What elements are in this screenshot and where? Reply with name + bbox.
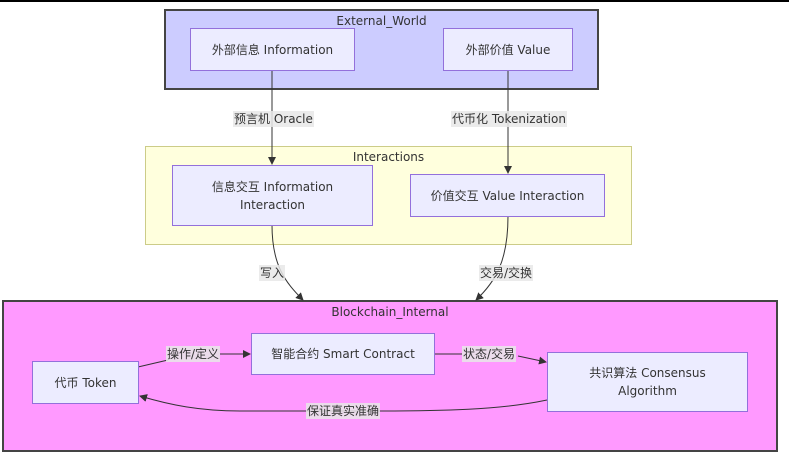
top-border-line [0,0,789,2]
cluster-title-interactions: Interactions [352,150,425,164]
node-label: 外部价值 Value [465,42,551,57]
edge-label-oracle: 预言机 Oracle [233,111,314,127]
node-label-line1: 信息交互 Information [211,179,334,194]
node-label: 智能合约 Smart Contract [271,347,415,361]
edge-state-trade [434,353,546,362]
edge-label-trade-exchange: 交易/交换 [479,265,534,281]
edge-operate-define [137,354,250,368]
edge-label-write: 写入 [259,265,286,281]
cluster-title-external-world: External_World [336,14,427,28]
edge-label-tokenization: 代币化 Tokenization [451,111,567,127]
node-value-interaction[interactable]: 价值交互 Value Interaction [410,174,605,217]
node-label: 外部信息 Information [211,42,334,57]
edge-ensure-accuracy [139,394,548,412]
node-label-line2: Algorithm [618,384,677,398]
node-smart-contract[interactable]: 智能合约 Smart Contract [251,333,435,375]
node-external-value[interactable]: 外部价值 Value [443,28,573,71]
node-label: 代币 Token [54,375,117,390]
node-token[interactable]: 代币 Token [32,361,139,404]
edge-write [271,224,304,301]
node-label-line1: 共识算法 Consensus [589,366,706,380]
node-label: 价值交互 Value Interaction [430,188,585,203]
node-consensus-algorithm[interactable]: 共识算法 Consensus Algorithm [547,352,748,412]
edge-label-state-trade: 状态/交易 [462,346,517,362]
node-external-information[interactable]: 外部信息 Information [190,28,355,71]
node-label-line2: Interaction [239,197,306,212]
edge-label-operate-define: 操作/定义 [166,346,221,362]
node-information-interaction[interactable]: 信息交互 Information Interaction [172,165,373,226]
cluster-title-blockchain-internal: Blockchain_Internal [331,305,449,319]
edge-trade-exchange [475,215,509,301]
edge-label-ensure-accuracy: 保证真实准确 [306,403,381,419]
